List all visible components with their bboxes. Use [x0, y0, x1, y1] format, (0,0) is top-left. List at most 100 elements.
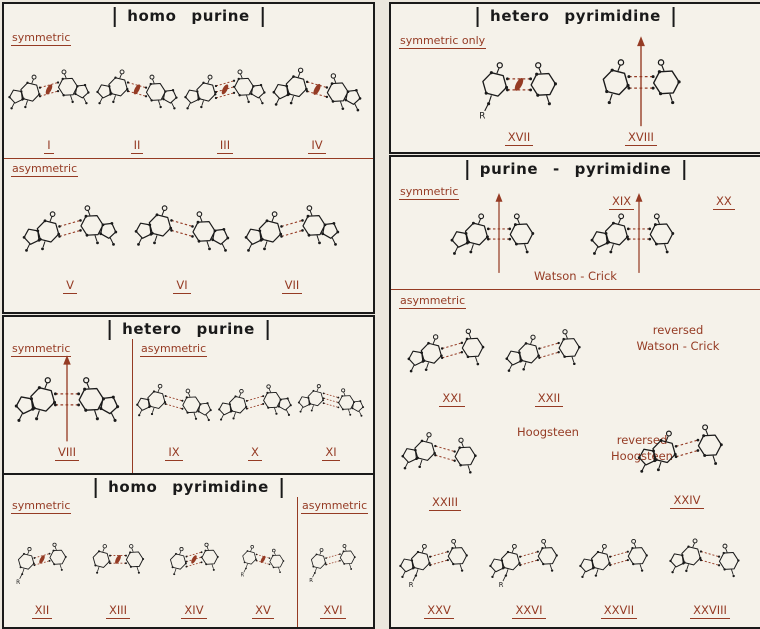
structure-XI: XI	[296, 355, 366, 461]
structure-IV: IV	[270, 40, 364, 154]
structure-numeral: III	[216, 138, 234, 154]
structure-VIII: VIII	[8, 353, 126, 461]
panel-hetero-purine: hetero purine symmetric asymmetric VIII …	[2, 315, 375, 475]
structure-VII: VII	[242, 178, 342, 294]
base-pair-drawing	[272, 67, 362, 112]
structure-numeral: XVII	[504, 130, 534, 146]
panel-purine-pyrimidine: purine - pyrimidine symmetric XIX XX Wat…	[389, 155, 760, 629]
structure-numeral: XI	[322, 445, 340, 461]
base-pair-drawing: R	[16, 542, 67, 586]
base-pair-drawing	[218, 384, 292, 421]
base-pair-drawing	[579, 538, 648, 579]
structure-XXII: XXII	[503, 309, 595, 407]
structure-numeral: XXVII	[600, 603, 638, 619]
structure-XVIII: XVIII	[583, 34, 699, 146]
structure-numeral: XIV	[181, 603, 207, 619]
panel-title-hetero-pyrimidine: hetero pyrimidine	[476, 7, 675, 27]
section-label-symmetric: symmetric	[399, 185, 460, 200]
annotation-reversed-watson-crick: reversed Watson - Crick	[636, 323, 720, 353]
base-pair-drawing	[244, 205, 340, 252]
svg-text:R: R	[16, 580, 20, 586]
base-pair-drawing	[136, 383, 212, 422]
panel-title-homo-purine: homo purine	[113, 7, 264, 27]
structure-numeral: XXIII	[429, 495, 461, 511]
structure-numeral: I	[44, 138, 54, 154]
base-pair-drawing	[401, 432, 477, 474]
structure-IX: IX	[134, 359, 214, 461]
annotation-watson-crick: Watson - Crick	[534, 269, 617, 283]
base-pair-drawing	[407, 328, 485, 373]
base-pair-drawing	[170, 542, 219, 576]
structure-XXIV: XXIV	[635, 403, 739, 509]
structure-numeral: XXIV	[670, 493, 704, 509]
structure-XX	[583, 191, 695, 277]
section-label-asymmetric: asymmetric	[11, 162, 79, 177]
structure-XXVII: XXVII	[577, 513, 661, 619]
base-pair-drawing: R	[399, 538, 468, 589]
structure-XXI: XXI	[405, 309, 499, 407]
structure-numeral: X	[248, 445, 262, 461]
structure-numeral: XVI	[320, 603, 346, 619]
structure-numeral: XXII	[534, 391, 564, 407]
base-pair-drawing	[450, 193, 535, 273]
structure-V: V	[20, 178, 120, 294]
structure-numeral: XXVIII	[690, 603, 730, 619]
structure-XXVIII: XXVIII	[667, 513, 753, 619]
panel-title-purine-pyrimidine: purine - pyrimidine	[465, 160, 686, 180]
structure-numeral: V	[63, 278, 77, 294]
structure-XXIII: XXIII	[399, 411, 491, 511]
structure-XVI: R XVI	[300, 515, 366, 619]
structure-numeral: XVIII	[625, 130, 657, 146]
panel-hetero-pyrimidine: hetero pyrimidine symmetric only R XVII …	[389, 2, 760, 154]
base-pair-drawing	[92, 544, 145, 574]
svg-text:R: R	[479, 112, 485, 122]
structure-II: II	[94, 40, 180, 154]
structure-XIII: XIII	[80, 515, 156, 619]
section-label-symmetric: symmetric	[11, 31, 72, 46]
base-pair-drawing	[96, 69, 178, 110]
base-pair-drawing: R	[489, 538, 558, 589]
structure-XV: R XV	[232, 515, 294, 619]
base-pair-drawing: R	[479, 62, 557, 122]
base-pair-drawing	[184, 69, 266, 110]
structure-numeral: XXVI	[512, 603, 546, 619]
section-label-symmetric: symmetric	[11, 499, 72, 514]
base-pair-drawing	[8, 69, 90, 110]
structure-numeral: VI	[173, 278, 191, 294]
structure-numeral: IV	[308, 138, 326, 154]
section-divider	[4, 158, 373, 159]
base-pair-drawing	[637, 424, 723, 473]
structure-numeral: IX	[165, 445, 183, 461]
section-label-symmetric: symmetric	[11, 342, 72, 357]
structure-III: III	[182, 40, 268, 154]
svg-text:R: R	[241, 573, 245, 579]
structure-numeral: XXI	[439, 391, 465, 407]
structure-numeral: XV	[252, 603, 274, 619]
structure-numeral: XXV	[424, 603, 454, 619]
base-pair-drawing	[22, 205, 118, 252]
structure-X: X	[216, 359, 294, 461]
section-label-asymmetric: asymmetric	[301, 499, 369, 514]
structure-I: I	[6, 40, 92, 154]
annotation-reversed-hoogsteen: reversed Hoogsteen	[611, 433, 673, 463]
section-divider	[297, 497, 298, 627]
base-pair-drawing	[297, 384, 365, 417]
structure-numeral: II	[130, 138, 144, 154]
structure-numeral-XX: XX	[713, 194, 735, 211]
base-pair-drawing	[669, 538, 740, 578]
structure-XIX	[443, 191, 555, 277]
svg-text:R: R	[309, 578, 313, 584]
structure-VI: VI	[132, 178, 232, 294]
panel-homo-pyrimidine: homo pyrimidine symmetric asymmetric R X…	[2, 473, 375, 629]
structure-numeral: VII	[281, 278, 303, 294]
structure-XIV: XIV	[158, 515, 230, 619]
section-label-symmetric-only: symmetric only	[399, 34, 487, 49]
section-divider	[132, 339, 133, 473]
base-pair-drawing	[14, 355, 120, 442]
section-divider	[391, 289, 760, 290]
base-pair-drawing	[134, 205, 230, 252]
base-pair-drawing: R	[241, 545, 285, 579]
panel-title-homo-pyrimidine: homo pyrimidine	[94, 478, 283, 498]
panel-homo-purine: homo purine symmetric I II III IV asymme…	[2, 2, 375, 314]
